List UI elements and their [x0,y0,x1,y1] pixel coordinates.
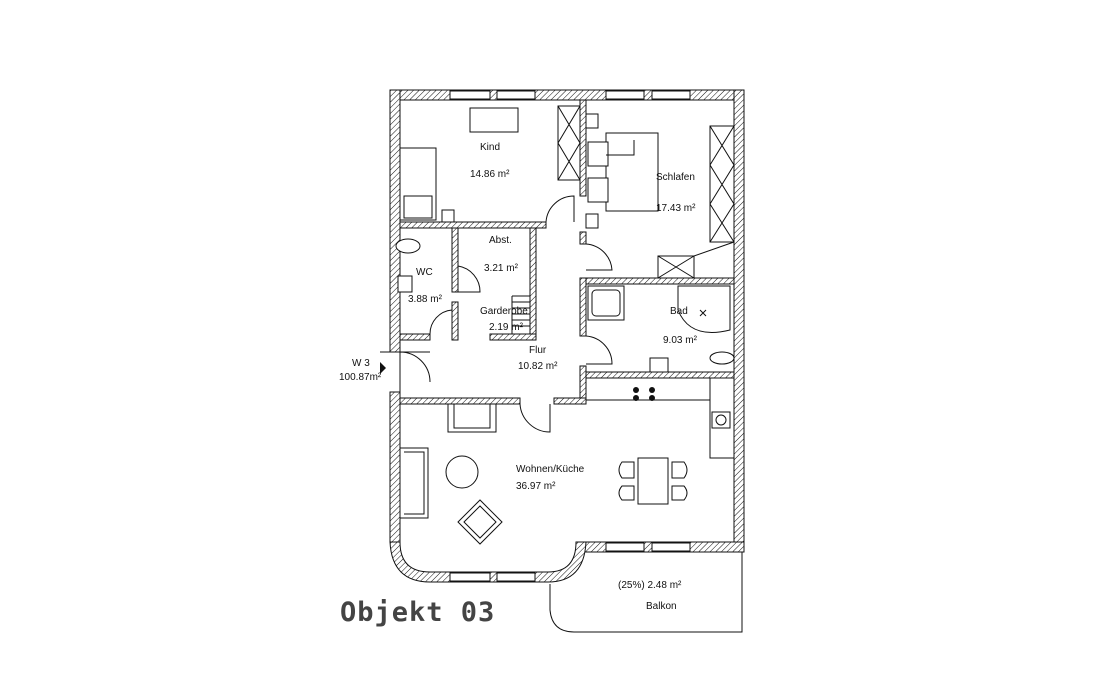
room-label-kind: Kind [480,142,500,153]
balcony [549,552,743,633]
windows [449,90,691,582]
room-label-schlafen: Schlafen [656,172,695,183]
room-area-wc: 3.88 m² [408,294,443,305]
room-area-flur: 10.82 m² [518,361,558,372]
unit-name: W 3 [352,358,370,369]
room-area-wohnen-kueche: 36.97 m² [516,481,556,492]
room-label-wohnen-kueche: Wohnen/Küche [516,464,585,475]
room-label-wc: WC [416,267,433,278]
interior-walls [399,99,735,405]
furniture [395,105,735,545]
room-label-balkon: Balkon [646,601,677,612]
room-area-schlafen: 17.43 m² [656,203,696,214]
room-label-flur: Flur [529,345,547,356]
room-area-garderobe: 2.19 m² [489,322,524,333]
room-area-balkon: (25%) 2.48 m² [618,580,682,591]
room-area-abst: 3.21 m² [484,263,519,274]
room-area-bad: 9.03 m² [663,335,698,346]
doors [380,195,613,433]
unit-area: 100.87m² [339,372,382,383]
plan-title: Objekt 03 [340,597,495,628]
room-area-kind: 14.86 m² [470,169,510,180]
room-label-abst: Abst. [489,235,512,246]
room-label-bad: Bad [670,306,688,317]
room-label-garderobe: Garderobe [480,306,528,317]
